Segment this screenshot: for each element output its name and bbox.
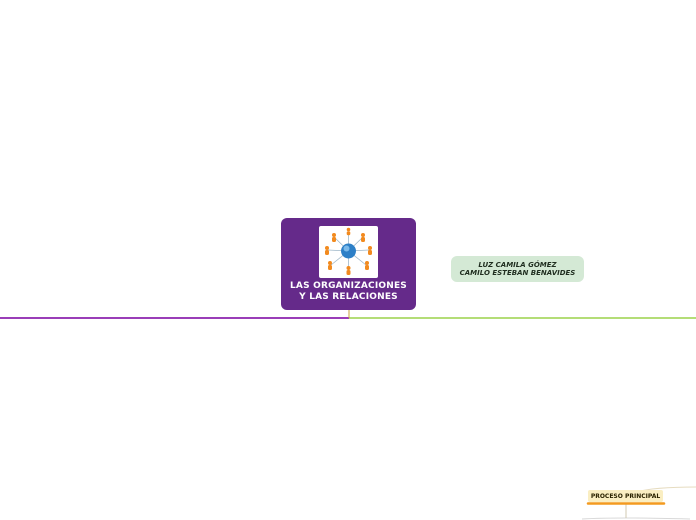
author-1: LUZ CAMILA GÓMEZ (478, 260, 557, 269)
organization-network-icon (319, 226, 378, 278)
process-node[interactable]: PROCESO PRINCIPAL (588, 490, 663, 502)
central-topic-line-1: LAS ORGANIZACIONES (290, 281, 407, 291)
central-topic-node[interactable]: LAS ORGANIZACIONES Y LAS RELACIONES (281, 218, 416, 310)
author-2: CAMILO ESTEBAN BENAVIDES (459, 269, 576, 277)
process-node-label: PROCESO PRINCIPAL (590, 492, 661, 500)
central-topic-title: LAS ORGANIZACIONES Y LAS RELACIONES (284, 281, 414, 303)
process-curve-bottom (581, 517, 691, 520)
authors-node[interactable]: LUZ CAMILA GÓMEZ CAMILO ESTEBAN BENAVIDE… (451, 256, 584, 282)
central-topic-line-2: Y LAS RELACIONES (299, 292, 398, 302)
